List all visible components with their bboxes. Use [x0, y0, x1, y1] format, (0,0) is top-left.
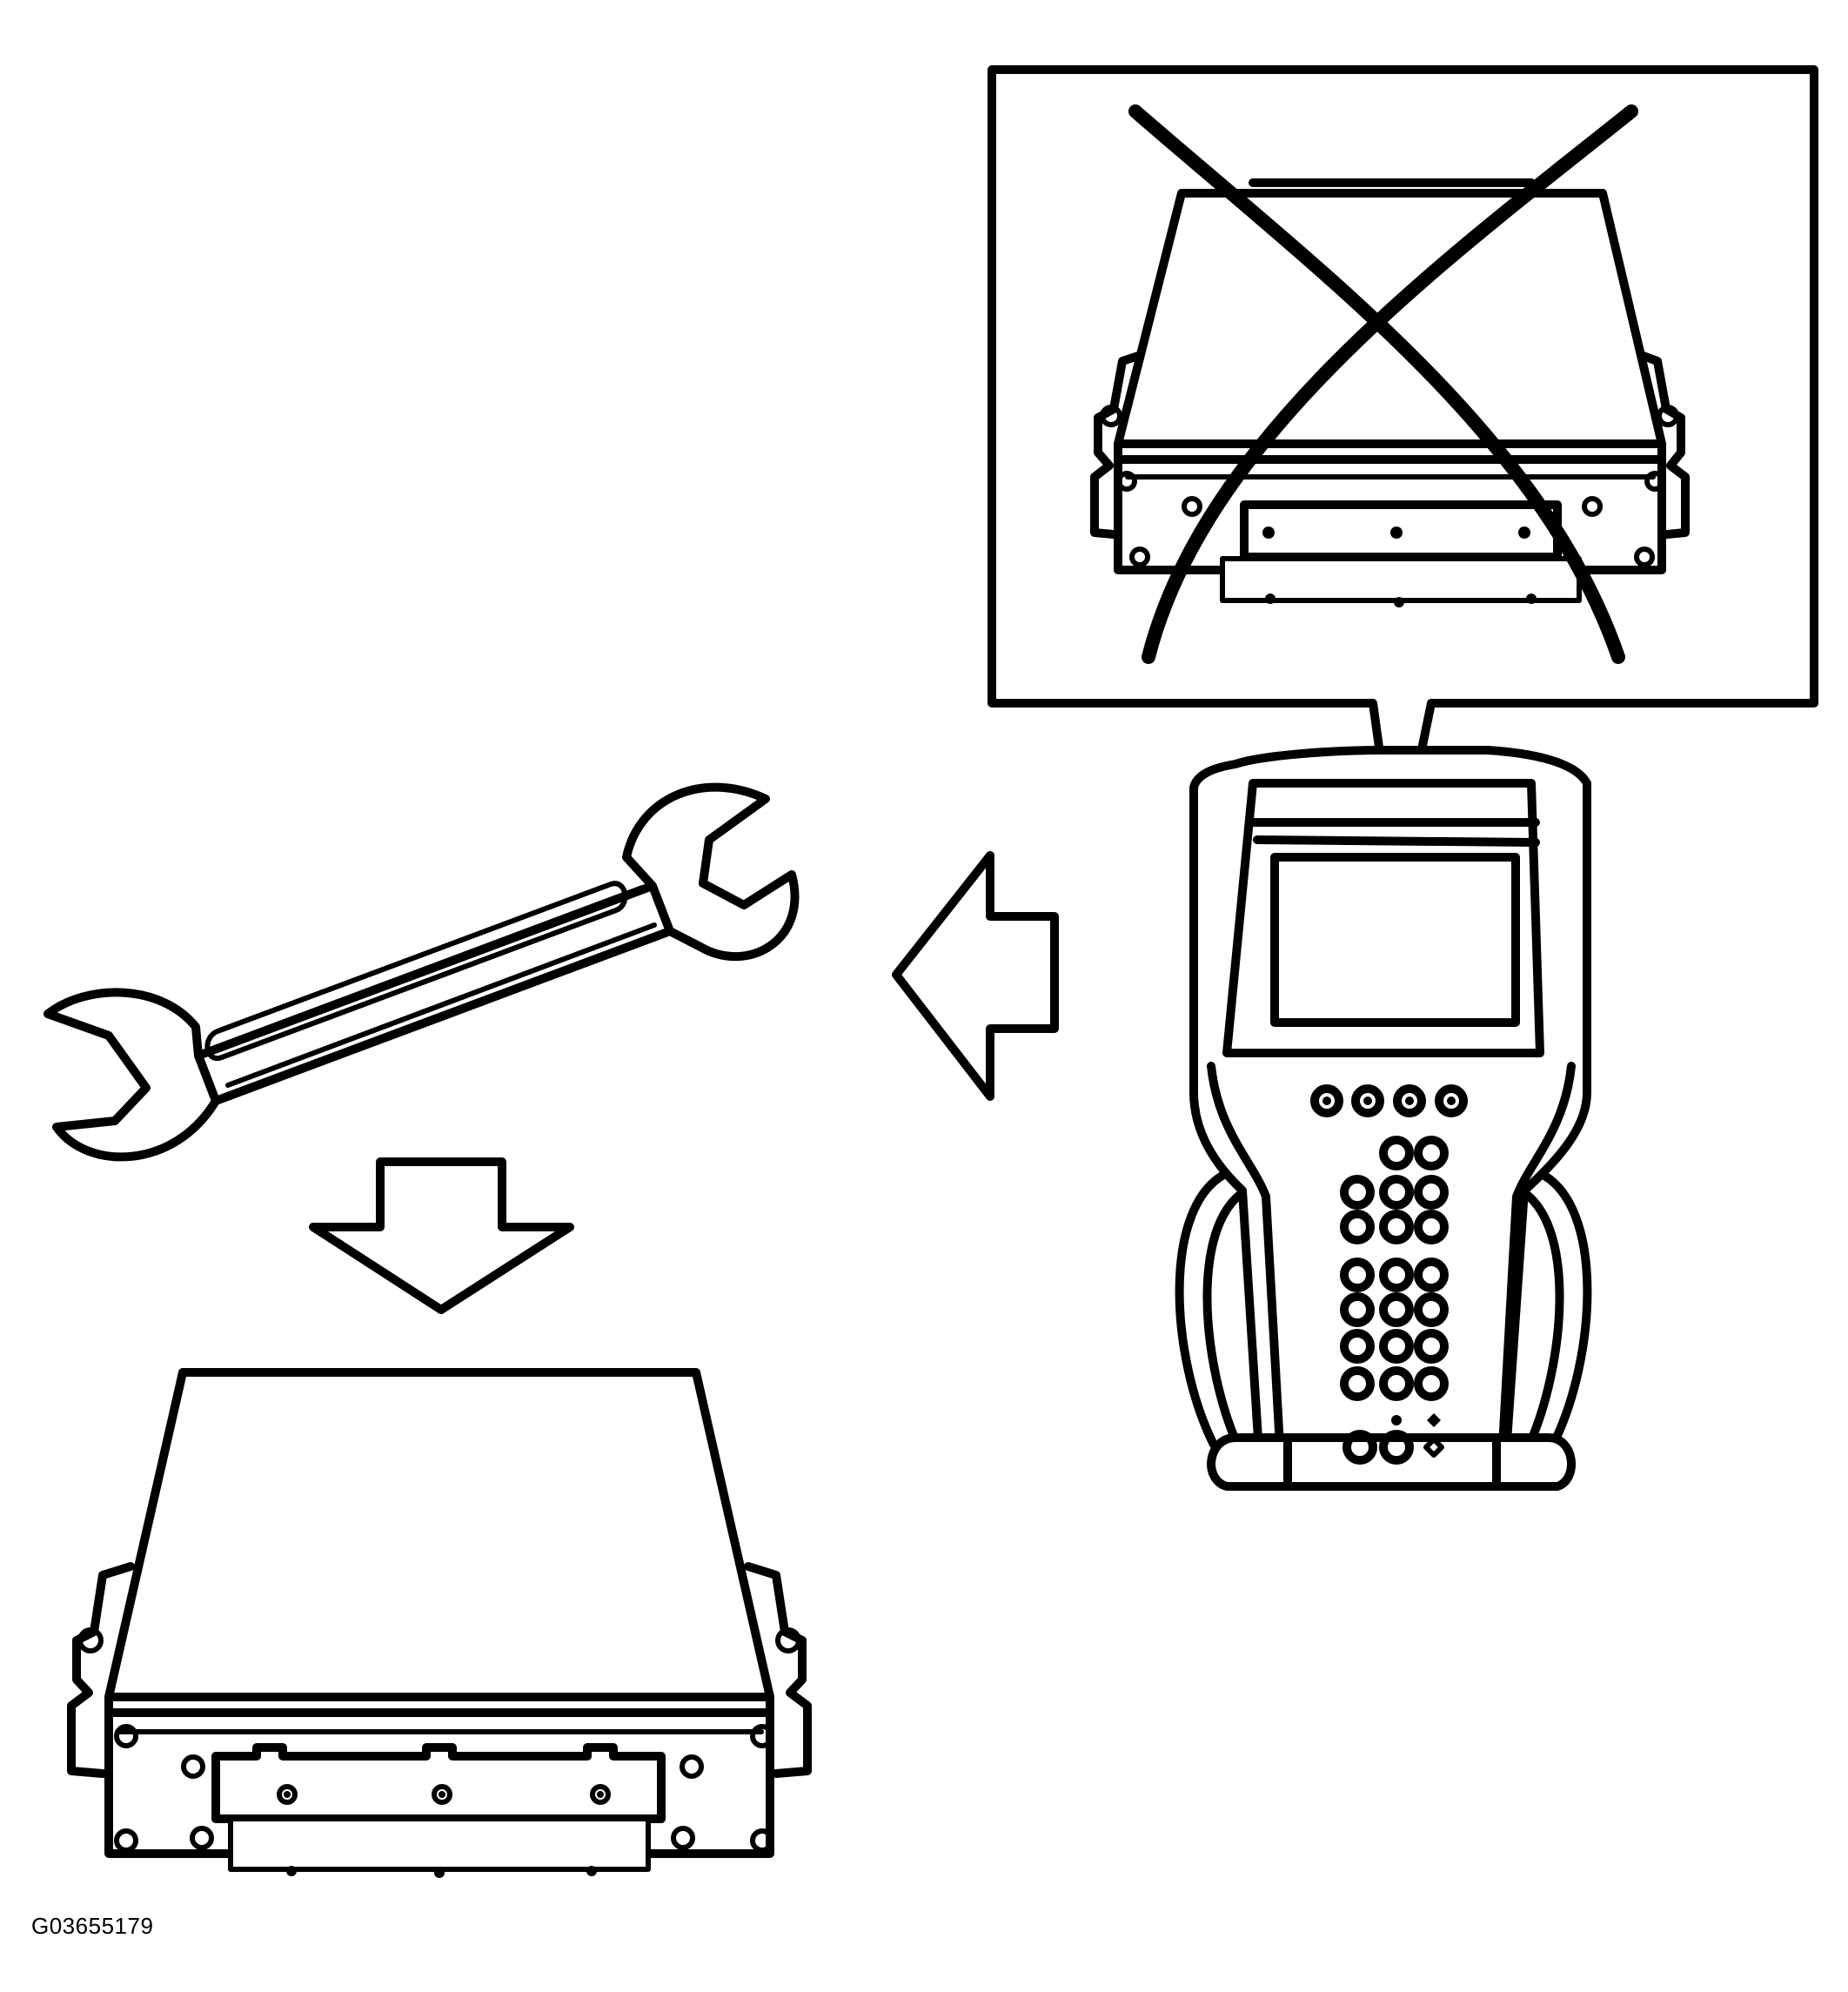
control-module-crossed-out-icon: [1090, 104, 1690, 664]
callout-box: [988, 65, 1818, 877]
scan-tool-icon: [1175, 746, 1592, 1491]
down-arrow-icon: [309, 1157, 574, 1314]
left-arrow-icon: [892, 851, 1059, 1101]
scan-tool-keypad: [1340, 1136, 1449, 1465]
control-module-icon: [67, 1368, 812, 1878]
figure-id-label: G03655179: [31, 1913, 154, 1939]
scan-tool-softkeys: [1310, 1084, 1468, 1117]
wrench-icon: [44, 782, 800, 1162]
